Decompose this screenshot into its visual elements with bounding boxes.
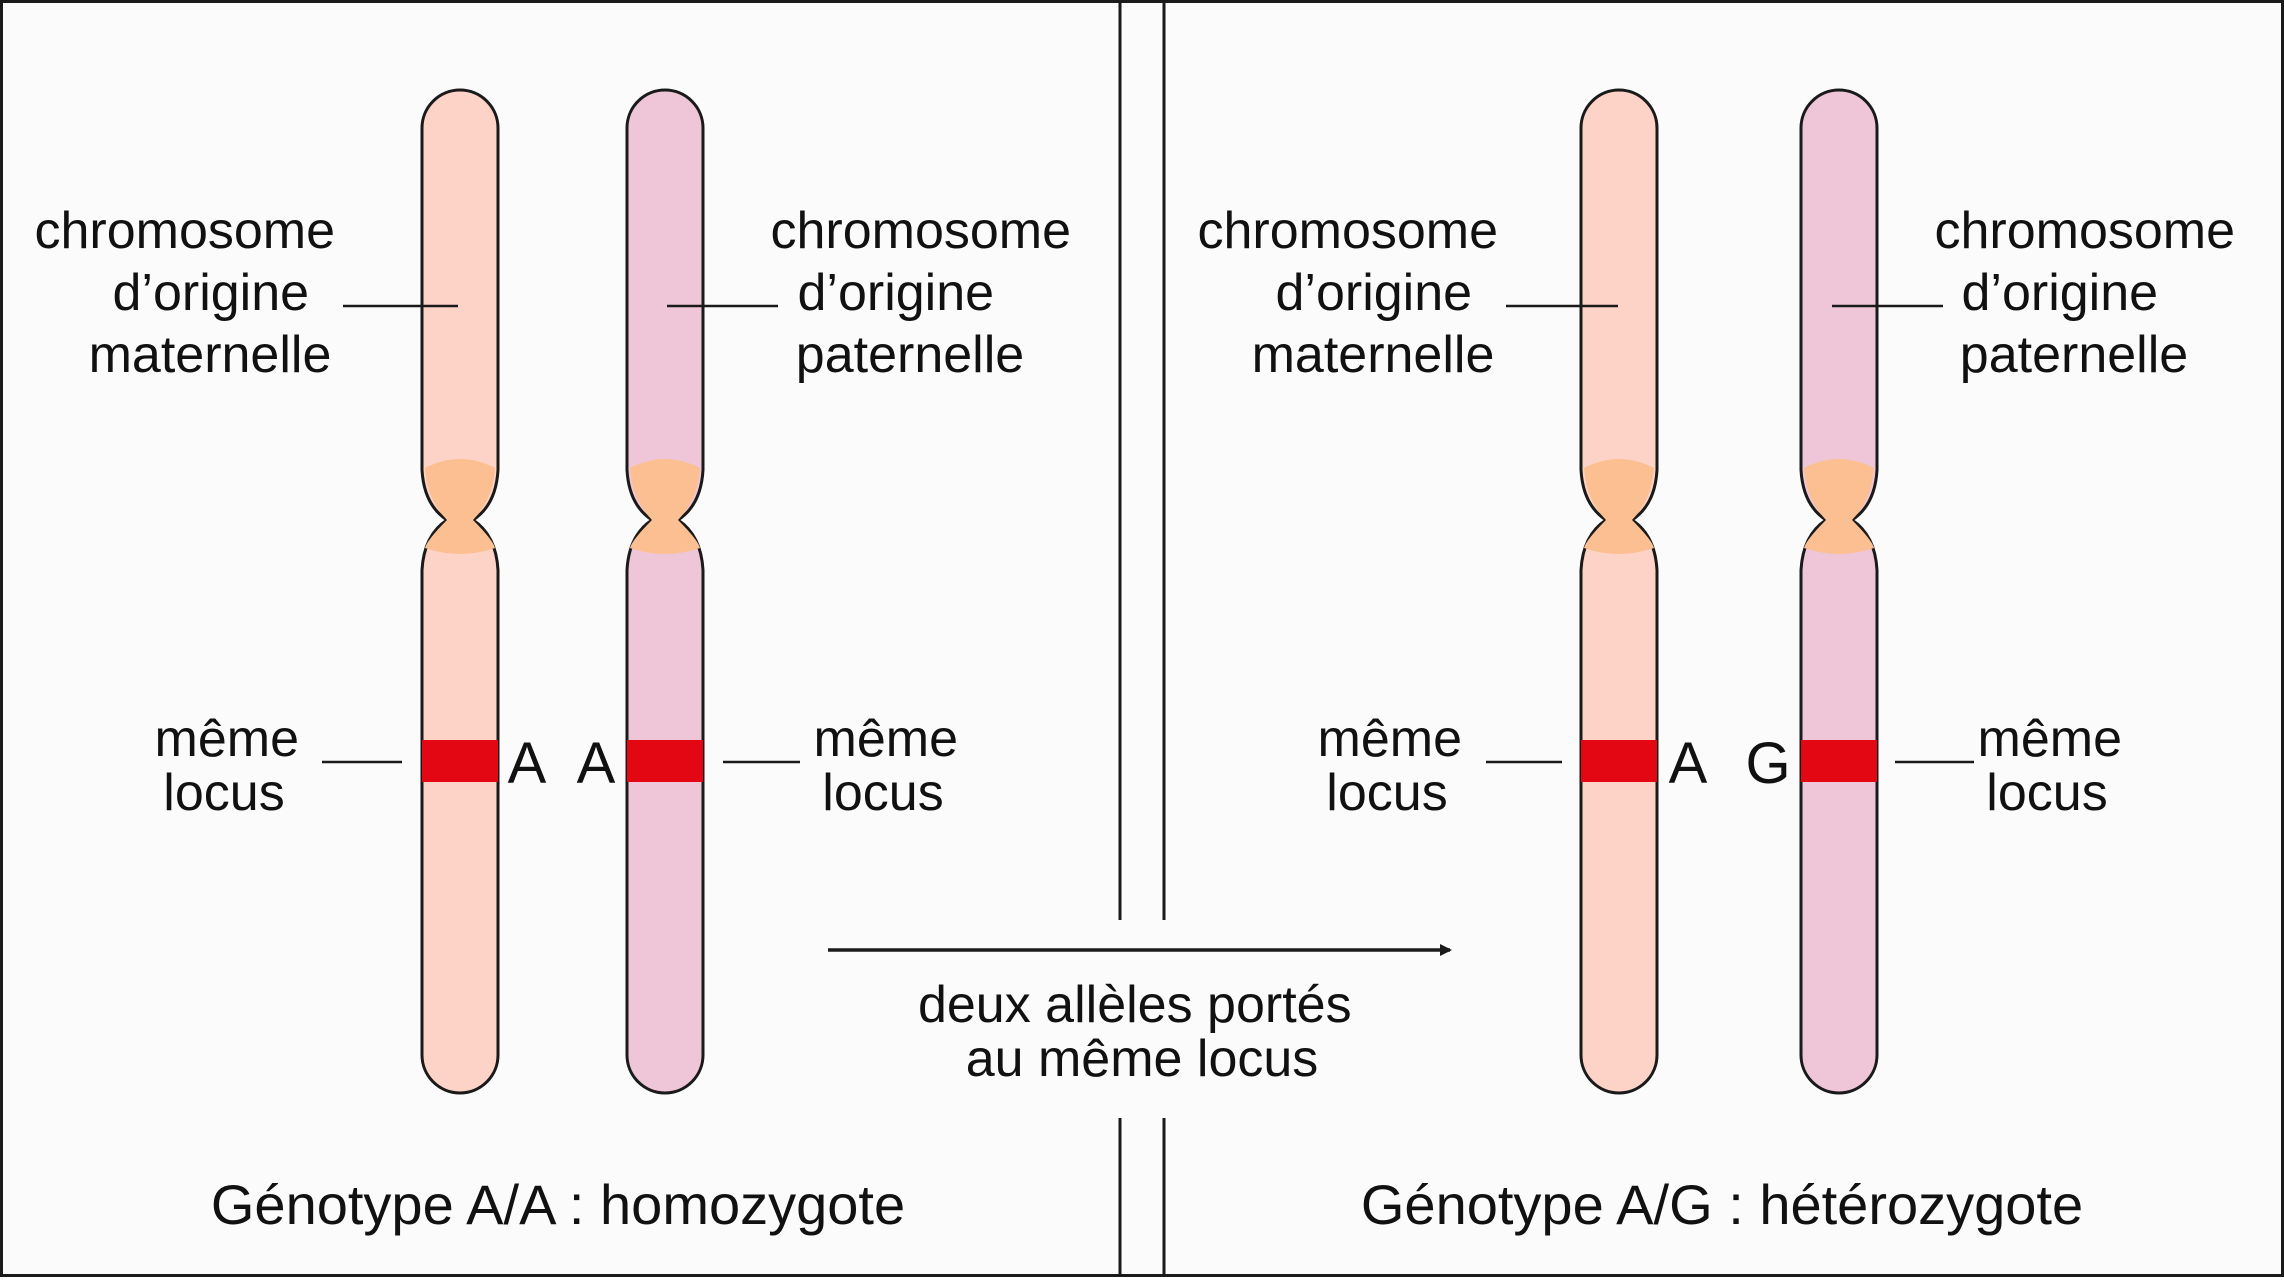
- left-genotype-label: Génotype A/A : homozygote: [211, 1173, 905, 1236]
- left-paternal-label: chromosome d’origine paternelle: [770, 202, 1085, 384]
- left-maternal-locus-band: [422, 740, 498, 782]
- right-paternal-locus-band: [1801, 740, 1877, 782]
- right-allele-maternal: A: [1669, 731, 1708, 796]
- left-allele-paternal: A: [577, 731, 616, 796]
- right-maternal-chromosome: [1579, 88, 1659, 1095]
- right-maternal-locus-band: [1581, 740, 1657, 782]
- right-locus-label-right: même locus: [1978, 710, 2137, 822]
- right-allele-paternal: G: [1745, 731, 1790, 796]
- left-maternal-chromosome: [420, 88, 500, 1095]
- left-locus-label-left: même locus: [155, 710, 314, 822]
- right-paternal-label: chromosome d’origine paternelle: [1934, 202, 2249, 384]
- right-paternal-centromere: [1804, 459, 1874, 554]
- right-maternal-centromere: [1584, 459, 1654, 554]
- left-locus-label-right: même locus: [814, 710, 973, 822]
- left-paternal-centromere: [630, 459, 700, 554]
- right-locus-label-left: même locus: [1318, 710, 1477, 822]
- panel-divider: [1118, 0, 1166, 1277]
- arrow-caption: deux allèles portés au même locus: [918, 976, 1366, 1088]
- right-maternal-label: chromosome d’origine maternelle: [1197, 202, 1512, 384]
- left-maternal-label: chromosome d’origine maternelle: [34, 202, 349, 384]
- left-maternal-centromere: [425, 459, 495, 554]
- right-paternal-chromosome: [1799, 88, 1879, 1095]
- left-allele-maternal: A: [508, 731, 547, 796]
- left-paternal-chromosome: [625, 88, 705, 1095]
- left-paternal-locus-band: [627, 740, 703, 782]
- right-genotype-label: Génotype A/G : hétérozygote: [1361, 1173, 2083, 1236]
